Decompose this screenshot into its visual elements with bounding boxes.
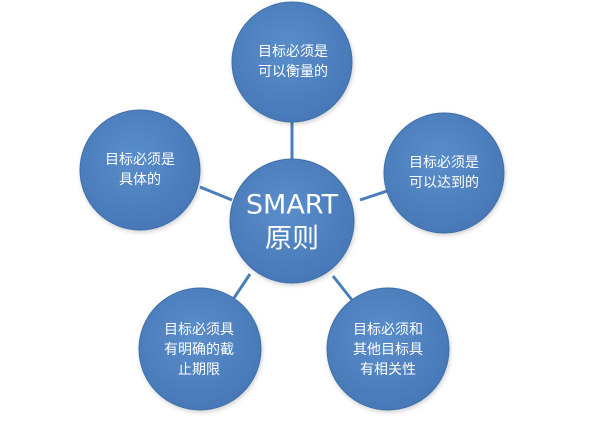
center-title-cn: 原则 (265, 224, 319, 255)
node-bottom-left-line-2: 有明确的截 (164, 342, 234, 358)
node-bottom-right-line-3: 有相关性 (360, 362, 416, 378)
connector-bottom-left (232, 273, 252, 299)
node-top-circle (231, 1, 353, 123)
connectors (199, 122, 388, 301)
node-left: 目标必须是 具体的 (79, 109, 201, 231)
node-top-line-1: 目标必须是 (258, 44, 328, 60)
node-bottom-right-line-2: 其他目标具 (353, 342, 423, 358)
center-title-en: SMART (246, 190, 339, 221)
node-right: 目标必须是 可以达到的 (383, 112, 505, 234)
node-center: SMART 原则 (229, 158, 355, 284)
node-bottom-left-circle (138, 287, 262, 411)
node-top-line-2: 可以衡量的 (258, 64, 328, 80)
connector-left (199, 185, 233, 202)
node-bottom-left-line-1: 目标必须具 (164, 322, 234, 338)
node-top: 目标必须是 可以衡量的 (231, 1, 353, 123)
node-bottom-right: 目标必须和 其他目标具 有相关性 (326, 287, 450, 411)
node-bottom-left: 目标必须具 有明确的截 止期限 (138, 287, 262, 411)
node-right-circle (383, 112, 505, 234)
node-left-line-2: 具体的 (119, 172, 161, 188)
connector-right (359, 189, 388, 202)
node-left-line-1: 目标必须是 (105, 152, 175, 168)
node-right-line-2: 可以达到的 (409, 175, 479, 191)
node-bottom-right-circle (326, 287, 450, 411)
connector-bottom-right (331, 275, 354, 301)
node-center-circle (229, 158, 355, 284)
node-bottom-left-line-3: 止期限 (178, 362, 220, 378)
node-left-circle (79, 109, 201, 231)
node-bottom-right-line-1: 目标必须和 (353, 322, 423, 338)
node-right-line-1: 目标必须是 (409, 155, 479, 171)
